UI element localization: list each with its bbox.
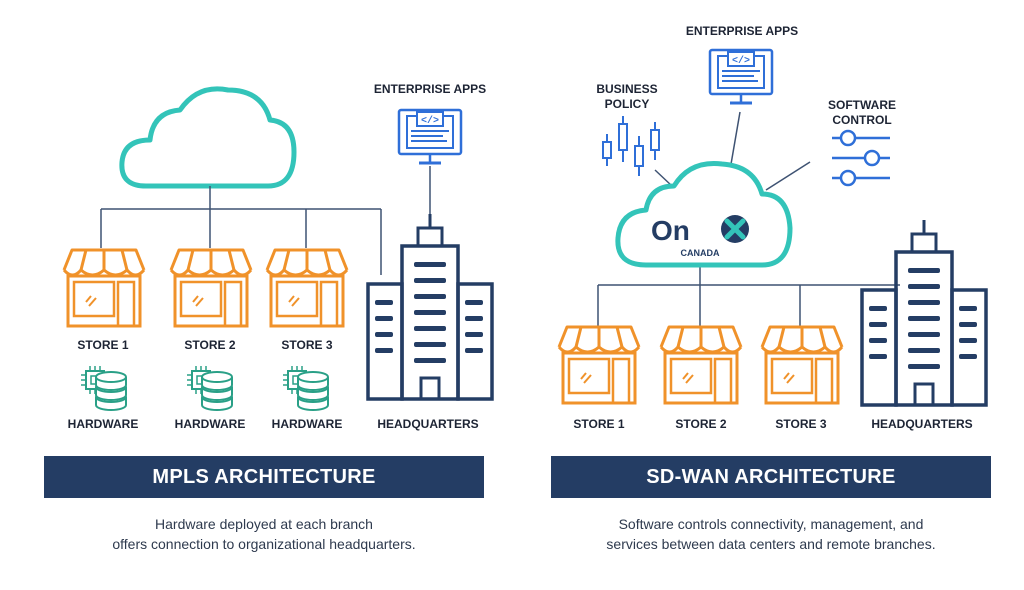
sdwan-store-3-label: STORE 3 — [775, 417, 827, 431]
software-control-line-2: CONTROL — [832, 113, 892, 127]
sliders-icon — [832, 129, 890, 187]
onx-logo-subtext: CANADA — [681, 248, 720, 258]
mpls-enterprise-apps-label: ENTERPRISE APPS — [373, 82, 487, 96]
sdwan-description: Software controls connectivity, manageme… — [541, 514, 1001, 554]
mpls-description: Hardware deployed at each branch offers … — [44, 514, 484, 554]
mpls-title: MPLS ARCHITECTURE — [152, 465, 376, 488]
store-icon — [760, 325, 844, 405]
mpls-hardware-3-label: HARDWARE — [271, 417, 343, 431]
sdwan-description-line-2: services between data centers and remote… — [606, 536, 936, 552]
cloud-icon — [119, 86, 297, 189]
mpls-title-banner: MPLS ARCHITECTURE — [44, 456, 484, 498]
hardware-icon — [186, 365, 233, 411]
onx-logo: On CANADA — [651, 215, 749, 258]
sdwan-title-banner: SD-WAN ARCHITECTURE — [551, 456, 991, 498]
building-icon — [366, 212, 494, 401]
onx-cloud-icon — [615, 160, 793, 268]
sdwan-headquarters-label: HEADQUARTERS — [871, 417, 973, 431]
sdwan-store-1-label: STORE 1 — [573, 417, 625, 431]
sdwan-description-line-1: Software controls connectivity, manageme… — [618, 516, 924, 532]
sdwan-business-policy-label: BUSINESS POLICY — [596, 82, 657, 112]
sdwan-title: SD-WAN ARCHITECTURE — [646, 465, 896, 488]
mpls-store-2-label: STORE 2 — [184, 338, 236, 352]
mpls-description-line-2: offers connection to organizational head… — [112, 536, 416, 552]
hardware-icon — [282, 365, 329, 411]
sdwan-connector-lines — [597, 111, 900, 326]
monitor-code-icon — [708, 48, 774, 105]
mpls-connector-lines — [100, 166, 431, 275]
sdwan-enterprise-apps-label: ENTERPRISE APPS — [685, 24, 799, 38]
sdwan-store-2-label: STORE 2 — [675, 417, 727, 431]
mpls-store-3-label: STORE 3 — [281, 338, 333, 352]
business-policy-line-2: POLICY — [604, 97, 650, 111]
store-icon — [169, 248, 253, 328]
onx-logo-text: On — [651, 215, 690, 246]
store-icon — [265, 248, 349, 328]
hardware-icon — [80, 365, 127, 411]
store-icon — [659, 325, 743, 405]
store-icon — [62, 248, 146, 328]
business-policy-line-1: BUSINESS — [596, 82, 658, 96]
building-icon — [860, 218, 988, 407]
store-icon — [557, 325, 641, 405]
mpls-hardware-2-label: HARDWARE — [174, 417, 246, 431]
monitor-code-icon — [397, 108, 463, 165]
mpls-description-line-1: Hardware deployed at each branch — [155, 516, 373, 532]
mpls-hardware-1-label: HARDWARE — [67, 417, 139, 431]
software-control-line-1: SOFTWARE — [828, 98, 896, 112]
sdwan-software-control-label: SOFTWARE CONTROL — [828, 98, 896, 128]
mpls-headquarters-label: HEADQUARTERS — [377, 417, 479, 431]
mpls-store-1-label: STORE 1 — [77, 338, 129, 352]
candlestick-icon — [602, 116, 660, 176]
